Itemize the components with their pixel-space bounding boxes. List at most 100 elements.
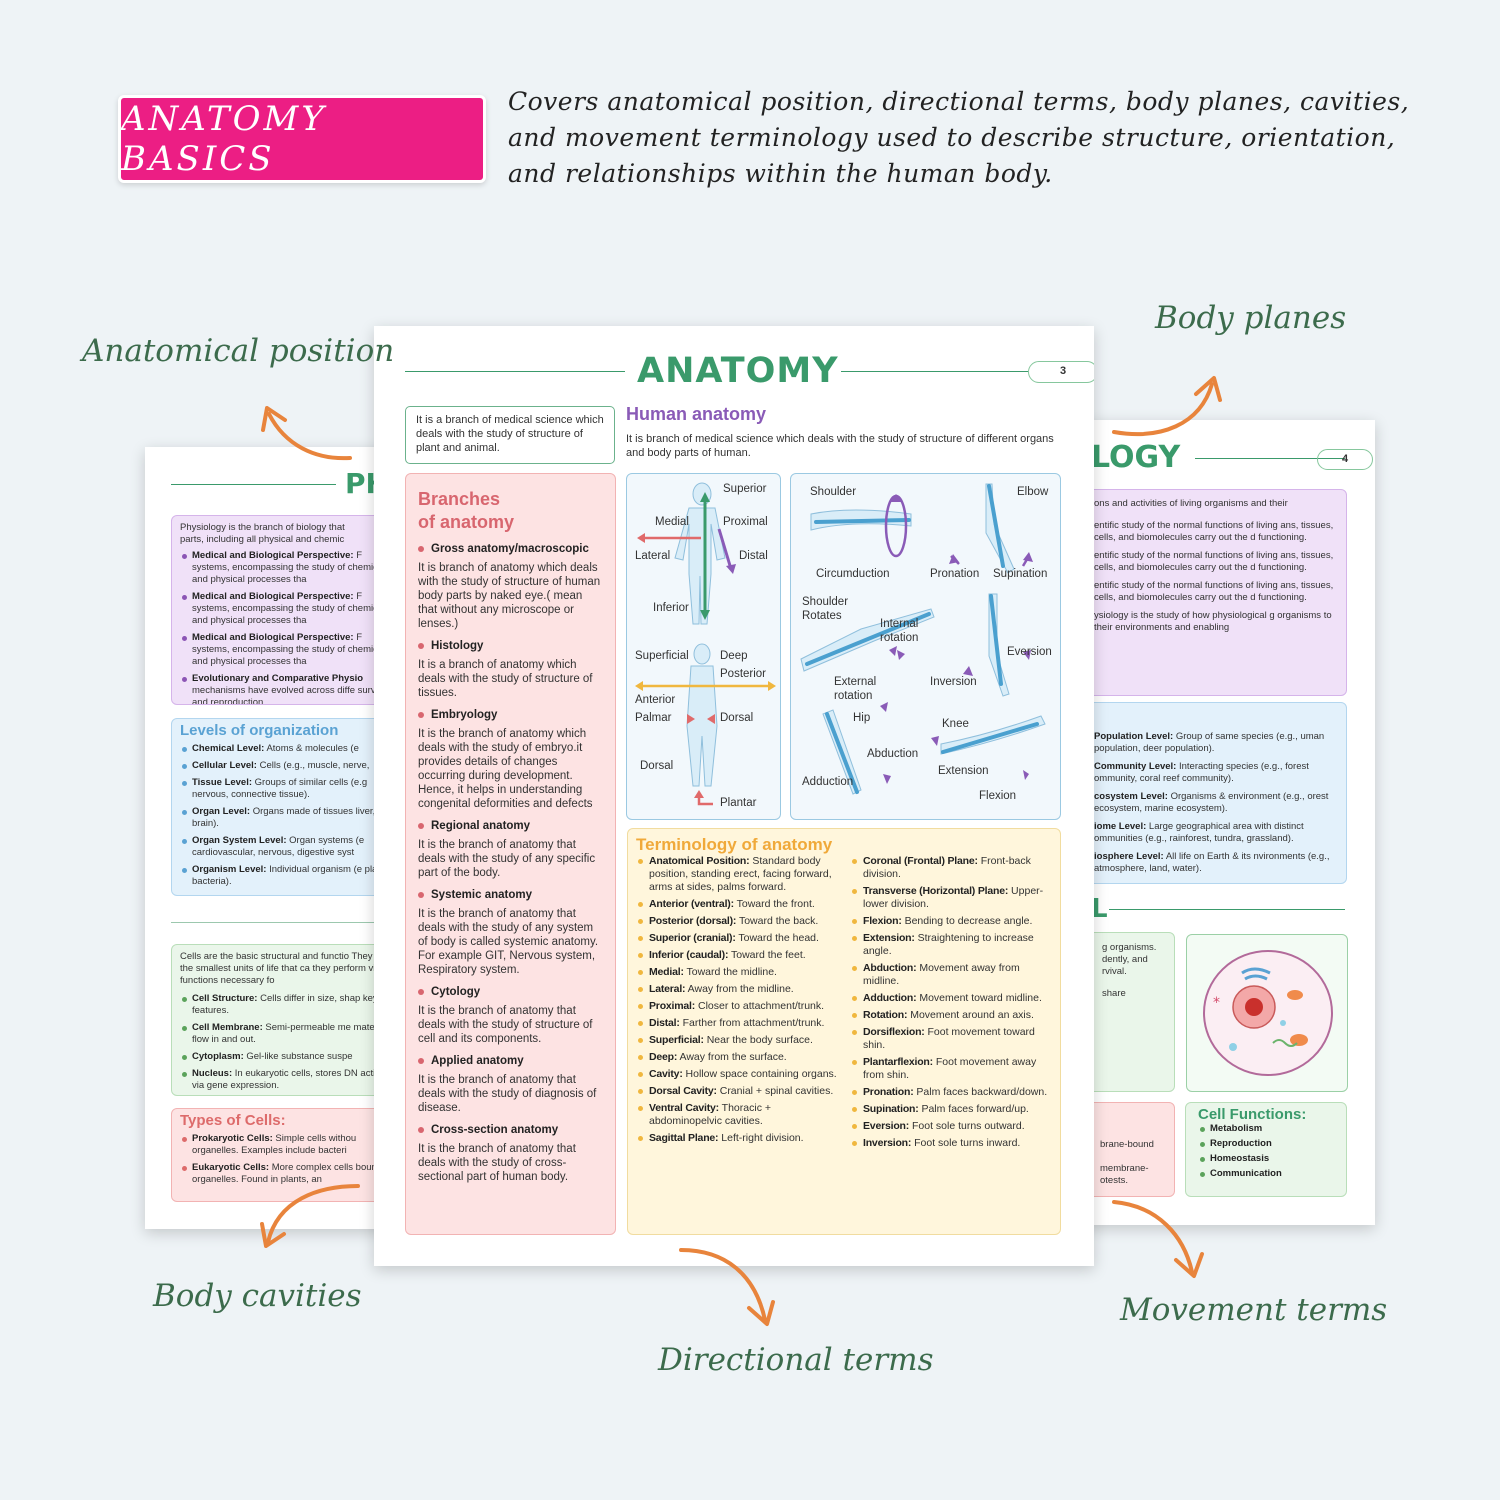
animal-cell-icon: * bbox=[1203, 950, 1333, 1076]
list-item: Medical and Biological Perspective: F sy… bbox=[180, 591, 390, 627]
label-dorsal-foot: Dorsal bbox=[640, 760, 674, 772]
title-rule bbox=[1195, 458, 1345, 459]
terminology-heading: Terminology of anatomy bbox=[636, 835, 833, 854]
callout-body-cavities: Body cavities bbox=[153, 1278, 362, 1314]
label-internal-rotation-2: rotation bbox=[880, 632, 919, 644]
page-title: LOGY bbox=[1091, 440, 1181, 475]
physiology-definition-box: Physiology is the branch of biology that… bbox=[171, 515, 390, 705]
list-item: Prokaryotic Cells: Simple cells withou o… bbox=[180, 1133, 390, 1157]
terms-column-right: Coronal (Frontal) Plane: Front-back divi… bbox=[850, 855, 1052, 1154]
term-item: Eversion: Foot sole turns outward. bbox=[850, 1120, 1052, 1133]
terms-column-left: Anatomical Position: Standard body posit… bbox=[636, 855, 838, 1154]
label-external-rotation-1: External bbox=[834, 676, 877, 688]
label-anterior: Anterior bbox=[635, 694, 676, 706]
badge-label: ANATOMY BASICS bbox=[121, 99, 327, 179]
terminology-box: Terminology of anatomy Anatomical Positi… bbox=[627, 828, 1061, 1235]
list-item: Homeostasis bbox=[1198, 1153, 1334, 1165]
term-item: Adduction: Movement toward midline. bbox=[850, 992, 1052, 1005]
term-item: Inferior (caudal): Toward the feet. bbox=[636, 949, 838, 962]
text-line: dently, and bbox=[1102, 954, 1148, 965]
section-heading: Levels of organization bbox=[180, 722, 339, 739]
title-rule bbox=[171, 484, 336, 485]
cells-box: g organisms. dently, and rvival. share bbox=[1085, 932, 1175, 1092]
definition-line: Physiology is the branch of biology that bbox=[180, 522, 345, 533]
term-item: Superior (cranial): Toward the head. bbox=[636, 932, 838, 945]
text-line: otests. bbox=[1100, 1175, 1128, 1186]
directional-terms-figure: Superior Medial Proximal Lateral Distal … bbox=[626, 473, 781, 820]
anatomy-page-preview: ANATOMY 3 It is a branch of medical scie… bbox=[374, 326, 1094, 1266]
callout-directional-terms: Directional terms bbox=[658, 1342, 934, 1378]
label-distal: Distal bbox=[739, 550, 768, 562]
section-rule bbox=[171, 922, 390, 923]
list-item: Cell Membrane: Semi-permeable me materia… bbox=[180, 1022, 390, 1046]
callout-movement-terms: Movement terms bbox=[1120, 1292, 1388, 1328]
text-line: rvival. bbox=[1102, 966, 1127, 977]
list-item: Nucleus: In eukaryotic cells, stores DN … bbox=[180, 1068, 390, 1092]
intro-text: Covers anatomical position, directional … bbox=[508, 87, 1410, 188]
label-palmar: Palmar bbox=[635, 712, 672, 724]
arrow-anatomical-position-icon bbox=[261, 406, 352, 461]
term-item: Abduction: Movement away from midline. bbox=[850, 962, 1052, 988]
page-title: ANATOMY bbox=[637, 351, 839, 391]
label-internal-rotation-1: Internal bbox=[880, 618, 919, 630]
term-item: Flexion: Bending to decrease angle. bbox=[850, 915, 1052, 928]
movement-terms-figure: Shoulder Elbow Circumduction Pronation S… bbox=[790, 473, 1061, 820]
cell-types-box: brane-bound membrane- otests. bbox=[1085, 1102, 1175, 1197]
ecology-levels-box: Population Level: Group of same species … bbox=[1085, 702, 1347, 884]
title-rule-right bbox=[841, 371, 1029, 372]
list-item: Organ Level: Organs made of tissues live… bbox=[180, 806, 390, 830]
label-supination: Supination bbox=[993, 568, 1048, 580]
term-item: Plantarflexion: Foot movement away from … bbox=[850, 1056, 1052, 1082]
text-line: ons and activities of living organisms a… bbox=[1094, 498, 1288, 509]
physiology-page-2-preview: LOGY 4 ons and activities of living orga… bbox=[1085, 420, 1375, 1225]
label-external-rotation-2: rotation bbox=[834, 690, 873, 702]
label-abduction: Abduction bbox=[867, 748, 919, 760]
label-extension: Extension bbox=[938, 765, 989, 777]
human-anatomy-heading: Human anatomy bbox=[626, 404, 767, 424]
section-title: L bbox=[1091, 894, 1108, 924]
list-item: cosystem Level: Organisms & environment … bbox=[1094, 791, 1329, 814]
list-item: Cytoplasm: Gel-like substance suspe bbox=[180, 1051, 390, 1063]
anatomy-definition-box: It is a branch of medical science which … bbox=[405, 406, 615, 464]
term-item: Distal: Farther from attachment/trunk. bbox=[636, 1017, 838, 1030]
list-item: Cellular Level: Cells (e.g., muscle, ner… bbox=[180, 760, 390, 772]
anatomy-basics-badge: ANATOMY BASICS bbox=[118, 95, 486, 183]
list-item: Communication bbox=[1198, 1168, 1334, 1180]
term-item: Inversion: Foot sole turns inward. bbox=[850, 1137, 1052, 1150]
list-item: iome Level: Large geographical area with… bbox=[1094, 821, 1304, 844]
term-item: Sagittal Plane: Left-right division. bbox=[636, 1132, 838, 1145]
text-line: brane-bound bbox=[1100, 1139, 1154, 1150]
section-heading: Types of Cells: bbox=[180, 1112, 286, 1129]
term-item: Transverse (Horizontal) Plane: Upper-low… bbox=[850, 885, 1052, 911]
joint-movements-illustration bbox=[800, 483, 1046, 795]
term-item: Coronal (Frontal) Plane: Front-back divi… bbox=[850, 855, 1052, 881]
term-item: Superficial: Near the body surface. bbox=[636, 1034, 838, 1047]
label-plantar: Plantar bbox=[720, 797, 757, 809]
label-lateral: Lateral bbox=[635, 550, 671, 562]
human-anatomy-description: It is branch of medical science which de… bbox=[626, 433, 1054, 459]
definition-line: parts, including all physical and chemic bbox=[180, 534, 345, 545]
label-hip: Hip bbox=[853, 712, 871, 724]
label-pronation: Pronation bbox=[930, 568, 980, 580]
label-elbow: Elbow bbox=[1017, 486, 1049, 498]
list-item: Organ System Level: Organ systems (e car… bbox=[180, 835, 390, 859]
levels-of-organization-box: Levels of organization Chemical Level: A… bbox=[171, 718, 390, 896]
text-line: ysiology is the study of how physiologic… bbox=[1094, 610, 1332, 633]
term-item: Rotation: Movement around an axis. bbox=[850, 1009, 1052, 1022]
list-item: Eukaryotic Cells: More complex cells bou… bbox=[180, 1162, 390, 1186]
term-item: Dorsiflexion: Foot movement toward shin. bbox=[850, 1026, 1052, 1052]
arrow-body-planes-icon bbox=[1112, 376, 1222, 437]
text-line: entific study of the normal functions of… bbox=[1094, 550, 1334, 573]
label-eversion: Eversion bbox=[1007, 646, 1052, 658]
cells-intro: Cells are the basic structural and funct… bbox=[180, 951, 389, 986]
term-item: Anatomical Position: Standard body posit… bbox=[636, 855, 838, 894]
text-line: entific study of the normal functions of… bbox=[1094, 580, 1334, 603]
text-line: g organisms. bbox=[1102, 942, 1157, 953]
label-superior: Superior bbox=[723, 483, 767, 495]
